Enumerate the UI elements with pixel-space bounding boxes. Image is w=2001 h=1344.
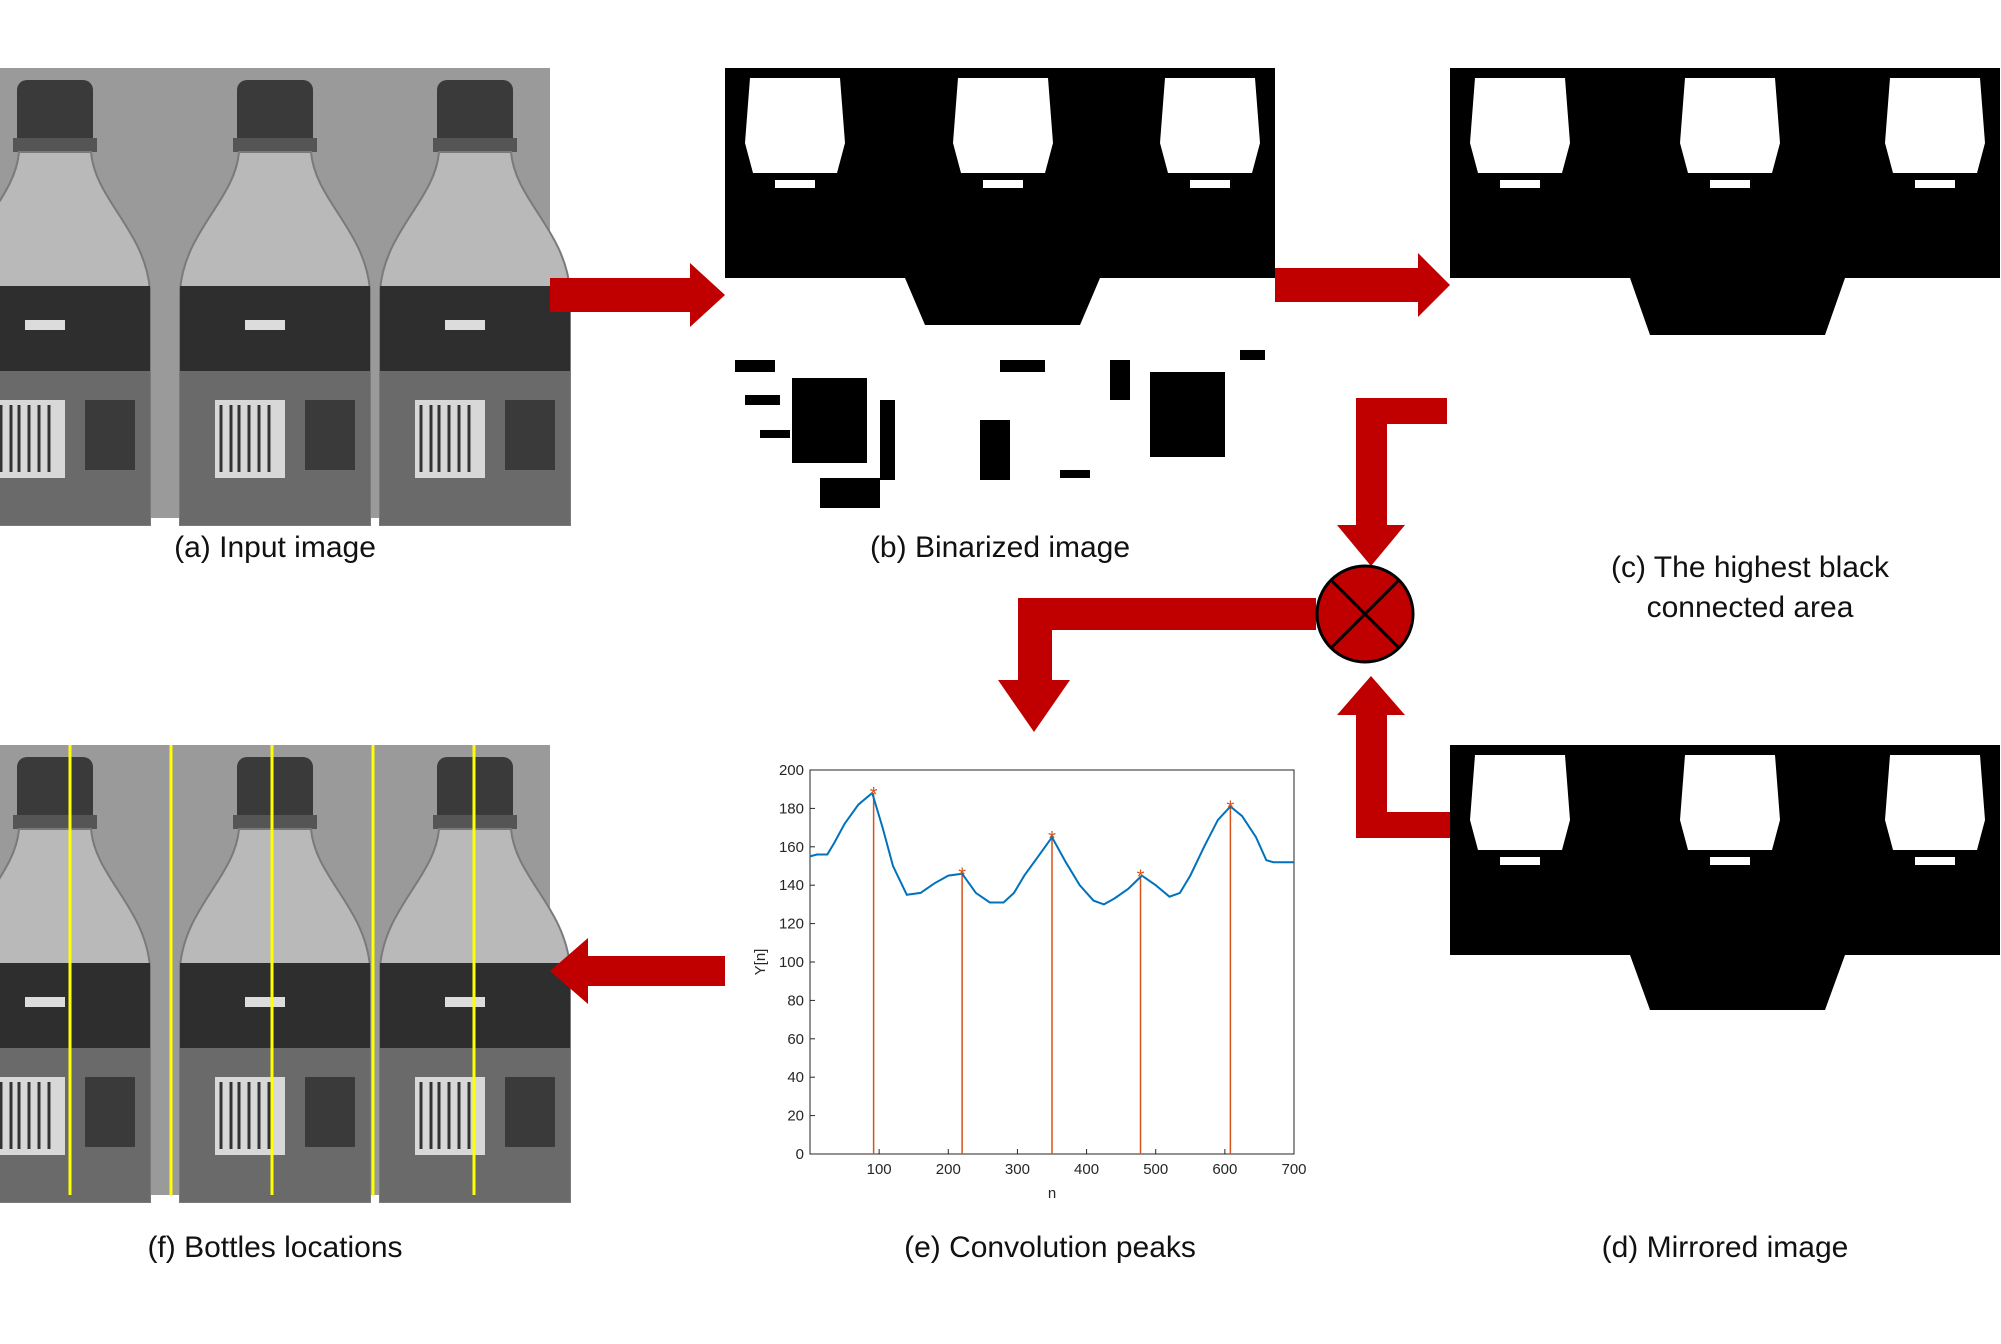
arrow-d-to-operator: [1337, 676, 1450, 838]
x-tick-label: 400: [1074, 1161, 1099, 1178]
y-tick-label: 100: [779, 954, 804, 971]
peak-marker: *: [958, 865, 966, 887]
input-image: [0, 68, 572, 527]
multiply-circle-icon: [1315, 564, 1415, 664]
arrow-b-to-c: [1275, 253, 1450, 317]
y-tick-label: 120: [779, 916, 804, 933]
arrow-e-to-f: [550, 938, 725, 1004]
x-tick-label: 600: [1212, 1161, 1237, 1178]
peak-marker: *: [1137, 867, 1145, 889]
caption-e: (e) Convolution peaks: [904, 1231, 1196, 1264]
y-tick-label: 180: [779, 800, 804, 817]
binarized-image: [725, 68, 1275, 518]
y-tick-label: 160: [779, 839, 804, 856]
caption-b: (b) Binarized image: [869, 531, 1131, 564]
x-axis-label: n: [1048, 1185, 1056, 1202]
mirrored-image: [1450, 745, 2000, 1010]
y-tick-label: 80: [787, 992, 804, 1009]
y-tick-label: 40: [787, 1069, 804, 1086]
connected-area-image: [1450, 68, 2000, 335]
caption-c-line1: (c) The highest black: [1611, 551, 1889, 584]
caption-d: (d) Mirrored image: [1601, 1231, 1849, 1264]
x-tick-label: 200: [936, 1161, 961, 1178]
caption-c-line2: connected area: [1646, 591, 1854, 624]
arrow-operator-to-e: [998, 598, 1316, 732]
y-axis-label: Y[n]: [752, 949, 769, 976]
y-tick-label: 20: [787, 1108, 804, 1125]
peak-marker: *: [870, 784, 878, 806]
peak-marker: *: [1048, 828, 1056, 850]
arrow-a-to-b: [550, 263, 725, 327]
convolution-curve: [809, 791, 1294, 906]
x-tick-label: 300: [1005, 1161, 1030, 1178]
caption-a: (a) Input image: [174, 531, 376, 564]
peak-marker: *: [1226, 797, 1234, 819]
y-tick-label: 140: [779, 877, 804, 894]
y-tick-label: 60: [787, 1031, 804, 1048]
convolution-peaks-chart: 0 20 40 60 80 100 120 140 160 180 200 100 200 300 400…: [752, 762, 1307, 1202]
x-tick-label: 100: [867, 1161, 892, 1178]
y-tick-label: 200: [779, 762, 804, 779]
bottles-locations-image: [0, 745, 572, 1204]
arrow-c-to-operator: [1337, 398, 1447, 566]
x-tick-label: 700: [1281, 1161, 1306, 1178]
x-tick-label: 500: [1143, 1161, 1168, 1178]
caption-f: (f) Bottles locations: [147, 1231, 403, 1264]
y-tick-label: 0: [796, 1146, 804, 1163]
